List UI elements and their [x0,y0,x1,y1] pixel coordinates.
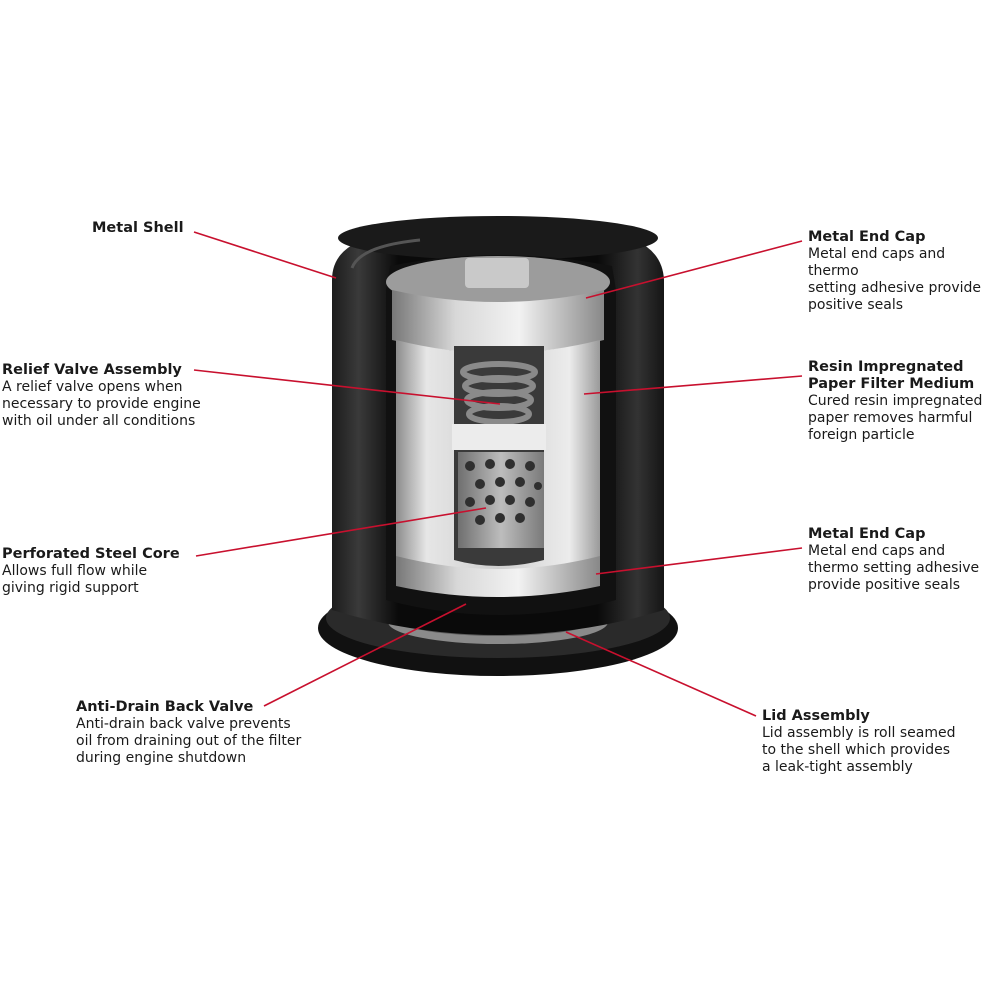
callout-relief-valve: Relief Valve Assembly A relief valve ope… [2,362,201,430]
anti-drain-title: Anti-Drain Back Valve [76,699,254,715]
resin-medium-title: Resin Impregnated Paper Filter Medium [808,359,975,392]
callout-end-cap-bottom: Metal End Cap Metal end caps and thermo … [808,526,979,594]
leader-end-cap-top [585,240,803,299]
end-cap-bottom-desc: Metal end caps and thermo setting adhesi… [808,543,980,593]
callout-metal-shell: Metal Shell [92,220,184,237]
core-holes [465,459,542,525]
resin-medium-desc: Cured resin impregnated paper removes ha… [808,393,983,443]
leader-lid-assembly [565,631,757,717]
valve-plate-shape [452,424,546,450]
relief-valve-desc: A relief valve opens when necessary to p… [2,379,201,429]
anti-drain-desc: Anti-drain back valve prevents oil from … [76,716,302,766]
callout-lid-assembly: Lid Assembly Lid assembly is roll seamed… [762,708,955,776]
callout-perforated-core: Perforated Steel Core Allows full flow w… [2,546,180,597]
leader-lines [193,231,803,717]
leader-anti-drain [263,603,467,707]
metal-shell-title: Metal Shell [92,220,184,236]
leader-resin-medium [583,375,803,395]
leader-perforated-core [195,507,487,557]
relief-valve-title: Relief Valve Assembly [2,362,182,378]
end-cap-bottom-title: Metal End Cap [808,526,926,542]
callout-end-cap-top: Metal End Cap Metal end caps and thermo … [808,229,1000,314]
top-nut-shape [465,258,529,288]
bottom-end-cap-shape [396,556,600,597]
callout-anti-drain: Anti-Drain Back Valve Anti-drain back va… [76,699,301,767]
cutaway-interior [386,255,616,615]
lid-assembly-title: Lid Assembly [762,708,870,724]
lid-assembly-desc: Lid assembly is roll seamed to the shell… [762,725,956,775]
leader-end-cap-bottom [595,547,803,575]
callout-resin-medium: Resin Impregnated Paper Filter Medium Cu… [808,359,982,444]
leader-relief-valve [193,369,501,405]
relief-spring-shape [460,361,538,425]
perforated-core-title: Perforated Steel Core [2,546,180,562]
end-cap-top-desc: Metal end caps and thermo setting adhesi… [808,246,982,313]
leader-metal-shell [193,231,337,279]
end-cap-top-title: Metal End Cap [808,229,926,245]
perforated-core-desc: Allows full flow while giving rigid supp… [2,563,148,596]
